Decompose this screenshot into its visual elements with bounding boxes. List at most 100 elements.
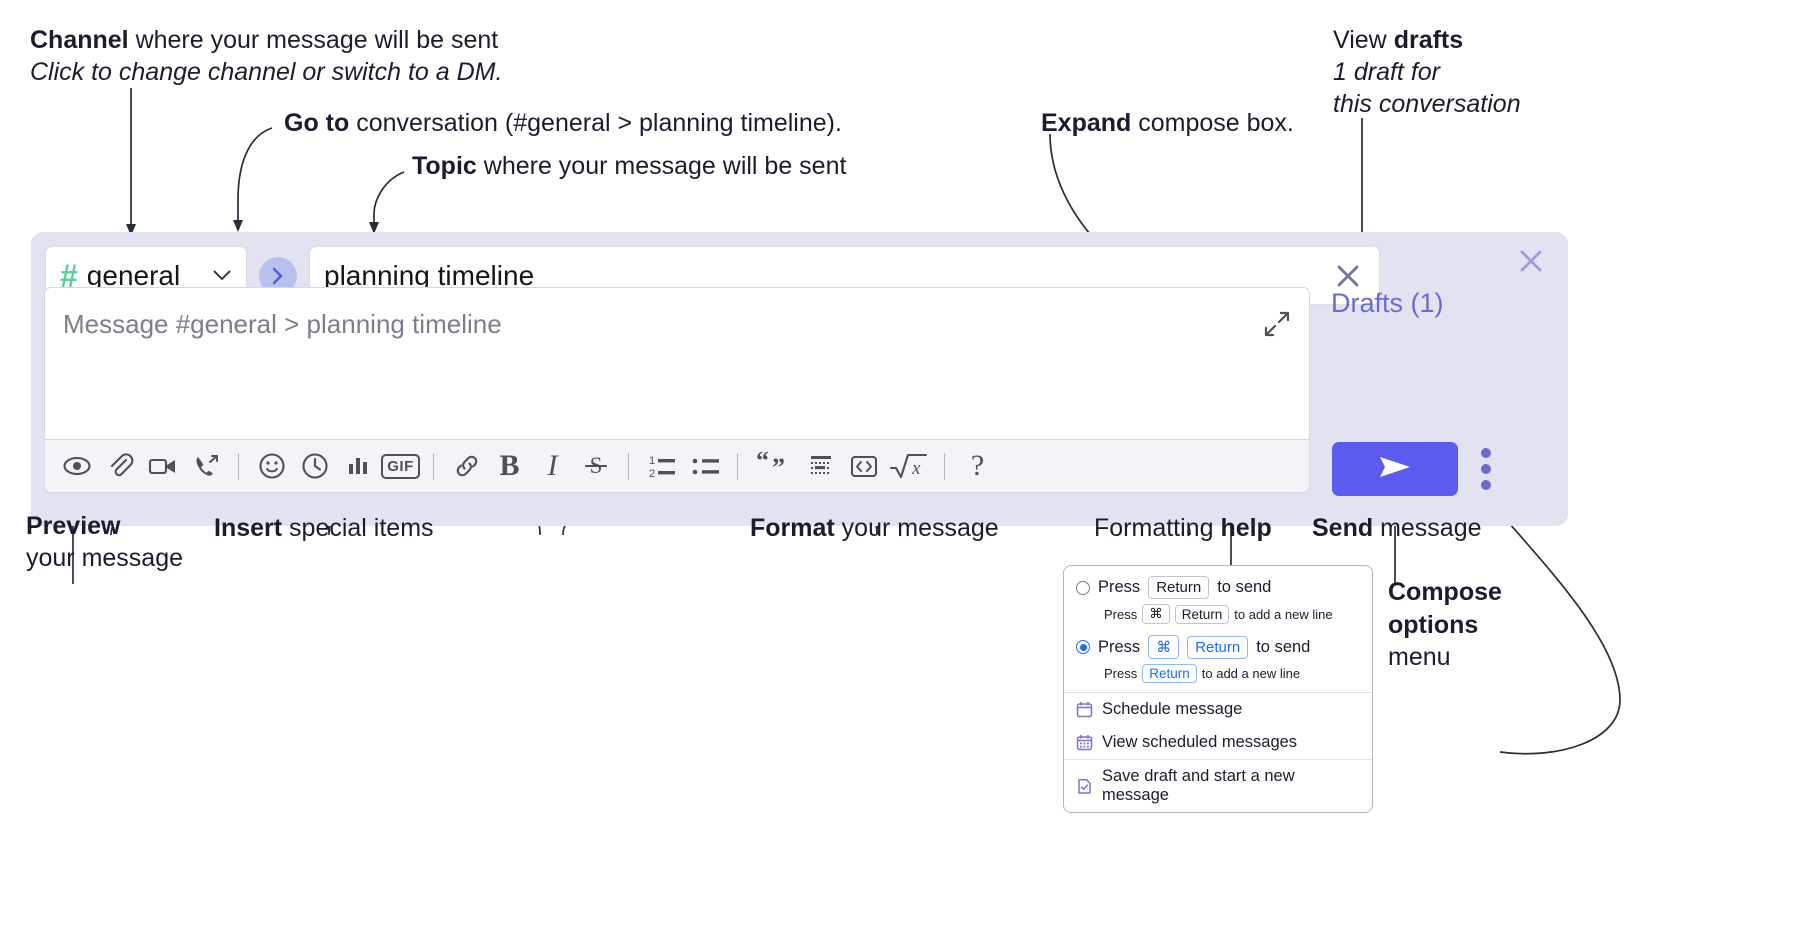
- send-mode-2-pre: Press: [1098, 637, 1141, 656]
- annotation-preview: Preview your message: [26, 510, 183, 574]
- annotation-send-rest: message: [1373, 514, 1482, 542]
- menu-item-label: Save draft and start a new message: [1102, 767, 1295, 804]
- annotation-topic-rest: where your message will be sent: [476, 152, 847, 180]
- radio-selected[interactable]: [1076, 640, 1090, 654]
- menu-divider: [1064, 692, 1372, 693]
- link-icon[interactable]: [445, 445, 488, 488]
- italic-icon[interactable]: I: [531, 445, 574, 488]
- key-command: ⌘: [1142, 604, 1170, 624]
- toolbar-separator: [433, 452, 434, 480]
- annotation-goto: Go to conversation (#general > planning …: [284, 107, 842, 139]
- annotation-help-bold: help: [1220, 514, 1272, 542]
- help-icon[interactable]: ?: [956, 445, 999, 488]
- save-draft-icon: [1076, 778, 1093, 795]
- math-icon[interactable]: x: [885, 445, 933, 488]
- annotation-expand: Expand compose box.: [1041, 107, 1294, 139]
- more-options-dot: [1481, 464, 1491, 474]
- menu-item-save-draft[interactable]: Save draft and start a new message: [1064, 760, 1372, 812]
- key-return: Return: [1142, 664, 1197, 683]
- attachment-icon[interactable]: [98, 445, 141, 488]
- key-return: Return: [1148, 576, 1210, 599]
- send-icon: [1374, 452, 1416, 487]
- compose-options-button[interactable]: [1481, 448, 1491, 490]
- menu-item-schedule-message[interactable]: Schedule message: [1064, 693, 1372, 726]
- radio-unselected[interactable]: [1076, 580, 1090, 595]
- send-mode-1-post: to send: [1217, 578, 1272, 596]
- send-button[interactable]: [1332, 442, 1458, 496]
- menu-item-view-scheduled[interactable]: View scheduled messages: [1064, 726, 1372, 759]
- annotation-channel: Channel where your message will be sent …: [30, 24, 502, 88]
- annotation-drafts-italic2: this conversation: [1333, 90, 1521, 118]
- annotation-compose-options: Compose options menu: [1388, 576, 1502, 674]
- toolbar-separator: [628, 452, 629, 480]
- poll-icon[interactable]: [336, 445, 379, 488]
- toolbar-separator: [737, 452, 738, 480]
- key-command: ⌘: [1148, 635, 1180, 659]
- svg-text:”: ”: [772, 453, 785, 481]
- annotation-preview-rest: your message: [26, 544, 184, 572]
- channel-name-label: general: [86, 259, 181, 291]
- annotation-expand-bold: Expand: [1041, 109, 1132, 137]
- annotation-help: Formatting help: [1094, 512, 1272, 544]
- send-mode-1-sub: Press ⌘ Return to add a new line: [1104, 604, 1360, 624]
- svg-text:2: 2: [649, 468, 655, 480]
- gif-label: GIF: [381, 453, 420, 479]
- send-mode-2-main: Press ⌘ Return to send: [1076, 635, 1360, 659]
- clear-topic-icon[interactable]: [1331, 259, 1365, 293]
- close-compose-icon[interactable]: [1514, 244, 1548, 283]
- toolbar-separator: [944, 452, 945, 480]
- message-input[interactable]: Message #general > planning timeline: [44, 287, 1310, 440]
- annotation-topic-bold: Topic: [412, 152, 477, 180]
- annotation-drafts-italic1: 1 draft for: [1333, 58, 1440, 86]
- strikethrough-icon[interactable]: S: [574, 445, 617, 488]
- send-mode-2-post: to send: [1256, 637, 1311, 656]
- emoji-icon[interactable]: [250, 445, 293, 488]
- menu-item-label: Schedule message: [1102, 700, 1243, 718]
- annotation-format-rest: your message: [834, 514, 999, 542]
- send-mode-option-2[interactable]: Press ⌘ Return to send Press Return to a…: [1064, 633, 1372, 692]
- drafts-link[interactable]: Drafts (1): [1331, 288, 1444, 318]
- menu-divider: [1064, 759, 1372, 760]
- more-options-dot: [1481, 480, 1491, 490]
- code-block-icon[interactable]: [842, 445, 885, 488]
- code-icon[interactable]: [799, 445, 842, 488]
- message-placeholder: Message #general > planning timeline: [63, 309, 502, 339]
- annotation-channel-bold: Channel: [30, 26, 129, 54]
- gif-icon[interactable]: GIF: [379, 445, 422, 488]
- expand-compose-icon[interactable]: [1263, 310, 1291, 343]
- svg-text:“: “: [756, 451, 769, 475]
- annotation-insert: Insert special items: [214, 512, 434, 544]
- clock-icon[interactable]: [293, 445, 336, 488]
- bulleted-list-icon[interactable]: [683, 445, 726, 488]
- italic-label: I: [547, 449, 558, 482]
- send-mode-option-1[interactable]: Press Return to send Press ⌘ Return to a…: [1064, 566, 1372, 633]
- annotation-insert-bold: Insert: [214, 514, 283, 542]
- bold-label: B: [499, 449, 520, 482]
- annotation-format: Format your message: [750, 512, 999, 544]
- audio-call-icon[interactable]: [184, 445, 227, 488]
- annotation-send: Send message: [1312, 512, 1482, 544]
- chevron-right-icon: [270, 266, 286, 286]
- send-mode-1-main: Press Return to send: [1076, 576, 1360, 599]
- send-mode-2-sub: Press Return to add a new line: [1104, 664, 1360, 683]
- compose-options-menu: Press Return to send Press ⌘ Return to a…: [1063, 565, 1373, 813]
- chevron-down-icon: [212, 266, 232, 286]
- annotation-channel-rest: where your message will be sent: [128, 26, 499, 54]
- blockquote-icon[interactable]: “”: [749, 445, 799, 488]
- bold-icon[interactable]: B: [488, 445, 531, 488]
- preview-icon[interactable]: [55, 445, 98, 488]
- annotation-compose-rest: menu: [1388, 643, 1451, 671]
- calendar-icon: [1076, 701, 1093, 718]
- video-icon[interactable]: [141, 445, 184, 488]
- annotation-drafts-bold: drafts: [1393, 26, 1464, 54]
- toolbar-separator: [238, 452, 239, 480]
- send-mode-1-sub-post: to add a new line: [1234, 606, 1333, 622]
- svg-text:1: 1: [649, 455, 655, 467]
- calendar-grid-icon: [1076, 734, 1093, 751]
- menu-item-label: View scheduled messages: [1102, 733, 1298, 751]
- annotation-preview-bold: Preview: [26, 512, 121, 540]
- annotation-format-bold: Format: [750, 514, 835, 542]
- more-options-dot: [1481, 448, 1491, 458]
